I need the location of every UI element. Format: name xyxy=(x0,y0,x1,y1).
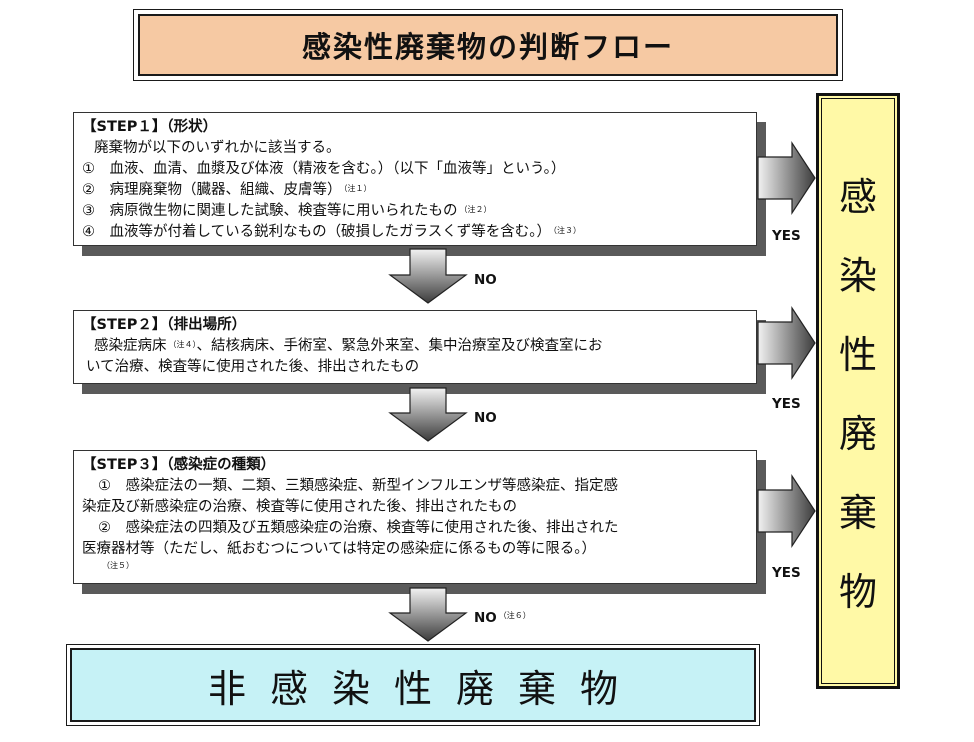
result-char: 染 xyxy=(838,254,877,298)
result-char: 物 xyxy=(838,570,877,614)
result-char: 感 xyxy=(838,175,877,219)
no-arrow-down-icon xyxy=(388,248,468,304)
step3-box: 【STEP３】（感染症の種類） ① 感染症法の一類、二類、三類感染症、新型インフ… xyxy=(73,450,757,584)
no-label: NO xyxy=(474,410,497,426)
result-char: 性 xyxy=(838,333,877,377)
step2-heading: 【STEP２】（排出場所） xyxy=(82,317,247,333)
step1-item: ③ 病原微生物に関連した試験、検査等に用いられたもの（注２） xyxy=(82,203,492,219)
step3-line: ① 感染症法の一類、二類、三類感染症、新型インフルエンザ等感染症、指定感 xyxy=(98,478,619,494)
no-label: NO xyxy=(474,272,497,288)
result-infectious-waste: 感 染 性 廃 棄 物 xyxy=(816,93,900,689)
result-char: 廃 xyxy=(838,412,877,456)
step2-line: いて治療、検査等に使用された後、排出されたもの xyxy=(86,359,420,375)
step2-line: 感染症病床（注４）、結核病床、手術室、緊急外来室、集中治療室及び検査室にお xyxy=(94,338,603,354)
step3-heading: 【STEP３】（感染症の種類） xyxy=(82,457,276,473)
step3-line: 染症及び新感染症の治療、検査等に使用された後、排出されたもの xyxy=(82,499,517,515)
step2-box: 【STEP２】（排出場所） 感染症病床（注４）、結核病床、手術室、緊急外来室、集… xyxy=(73,310,757,384)
yes-arrow-right-icon xyxy=(757,305,816,381)
no-arrow-down-icon xyxy=(388,587,468,642)
step1-heading: 【STEP１】（形状） xyxy=(82,119,218,135)
result-char: 棄 xyxy=(838,491,877,535)
step1-item: ④ 血液等が付着している鋭利なもの（破損したガラスくず等を含む。）（注３） xyxy=(82,224,582,240)
step3-line: ② 感染症法の四類及び五類感染症の治療、検査等に使用された後、排出された xyxy=(98,520,619,536)
step3-line: 医療器材等（ただし、紙おむつについては特定の感染症に係るもの等に限る。） xyxy=(82,541,597,557)
yes-label: YES xyxy=(772,396,801,412)
no-arrow-down-icon xyxy=(388,387,468,442)
yes-label: YES xyxy=(772,228,801,244)
step1-box: 【STEP１】（形状） 廃棄物が以下のいずれかに該当する。 ① 血液、血清、血漿… xyxy=(73,112,757,246)
no-label: NO（注６） xyxy=(474,610,531,626)
result-non-infectious-waste: 非感染性廃棄物 xyxy=(70,648,756,722)
yes-arrow-right-icon xyxy=(757,140,816,216)
step3-note: （注５） xyxy=(102,561,134,570)
step1-intro: 廃棄物が以下のいずれかに該当する。 xyxy=(94,140,341,156)
step1-item: ① 血液、血清、血漿及び体液（精液を含む。）（以下「血液等」という。） xyxy=(82,161,566,177)
yes-arrow-right-icon xyxy=(757,473,816,549)
page-title: 感染性廃棄物の判断フロー xyxy=(138,14,838,76)
step1-item: ② 病理廃棄物（臓器、組織、皮膚等）（注１） xyxy=(82,182,372,198)
yes-label: YES xyxy=(772,565,801,581)
